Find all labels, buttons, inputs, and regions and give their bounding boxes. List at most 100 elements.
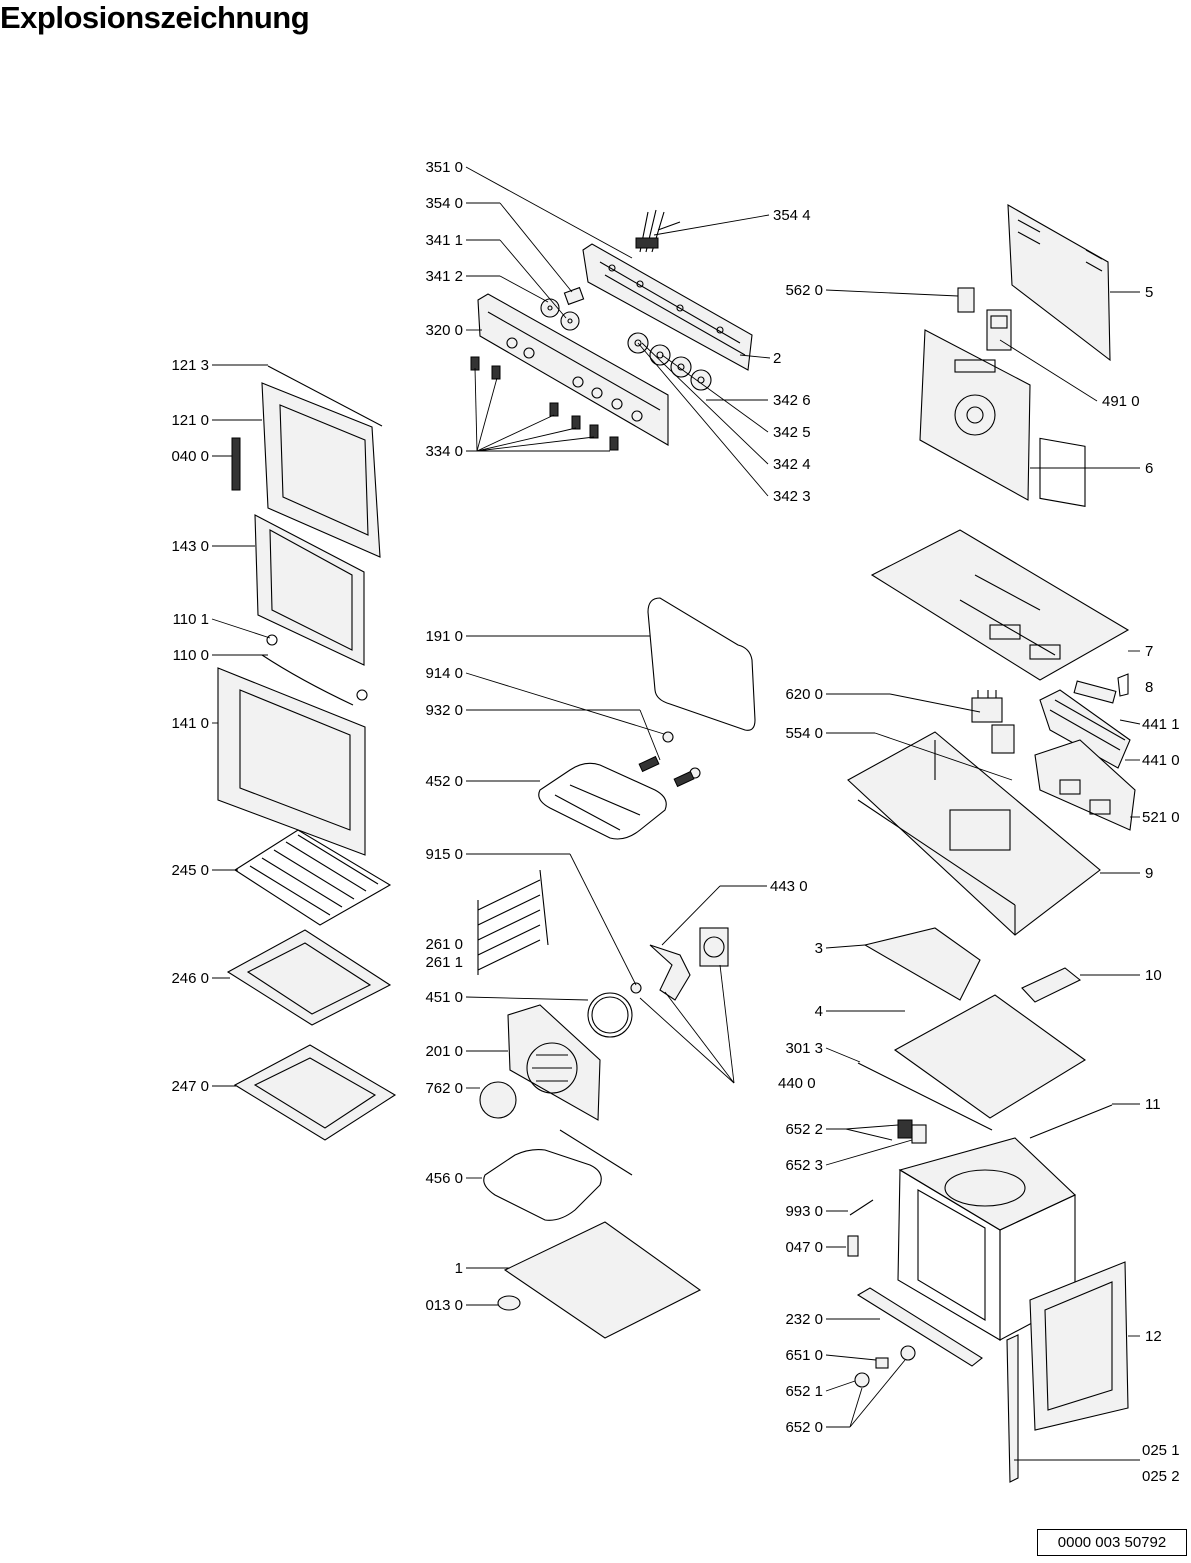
callout-10: 10	[1145, 967, 1162, 984]
callout-121-0: 121 0	[171, 412, 209, 429]
plate-4-drawing	[893, 994, 1086, 1119]
bottom-plate-drawing	[503, 1221, 702, 1339]
callout-5: 5	[1145, 284, 1153, 301]
deep-tray-drawing	[233, 1044, 397, 1141]
callout-025-1: 025 1	[1142, 1442, 1180, 1459]
screw-drawing	[849, 1199, 874, 1216]
callout-7: 7	[1145, 643, 1153, 660]
bracket-562-drawing	[957, 287, 975, 313]
callout-932-0: 932 0	[425, 702, 463, 719]
callout-2: 2	[773, 350, 781, 367]
callout-452-0: 452 0	[425, 773, 463, 790]
lamp-assembly-drawing	[854, 1345, 916, 1388]
callout-762-0: 762 0	[425, 1080, 463, 1097]
callout-521-0: 521 0	[1142, 809, 1180, 826]
callout-451-0: 451 0	[425, 989, 463, 1006]
callout-341-2: 341 2	[425, 268, 463, 285]
door-seal-clips-drawing	[261, 634, 368, 706]
callout-334-0: 334 0	[425, 443, 463, 460]
knob-discs-drawing	[540, 298, 580, 331]
callout-246-0: 246 0	[171, 970, 209, 987]
fan-blade-drawing	[649, 944, 691, 1001]
callout-labels: 351 0 354 0 341 1 341 2 320 0 121 3 121 …	[171, 159, 1179, 1485]
bottom-element-drawing	[483, 1129, 633, 1221]
lock-drawing	[847, 1235, 859, 1257]
rail-drawing	[857, 1062, 993, 1131]
rod-drawing	[267, 365, 383, 427]
grill-element-drawing	[538, 755, 695, 840]
callout-342-6: 342 6	[773, 392, 811, 409]
side-trim-drawing	[1006, 1334, 1019, 1483]
callout-9: 9	[1145, 865, 1153, 882]
callout-301-3: 301 3	[785, 1040, 823, 1057]
panel-10-drawing	[1021, 967, 1082, 1003]
callout-013-0: 013 0	[425, 1297, 463, 1314]
callout-354-0: 354 0	[425, 195, 463, 212]
callout-351-0: 351 0	[425, 159, 463, 176]
callout-8: 8	[1145, 679, 1153, 696]
electronics-module-drawing	[1034, 739, 1136, 831]
hinge-drawing	[231, 437, 241, 491]
callout-261-1: 261 1	[425, 954, 463, 971]
callout-4: 4	[815, 1003, 823, 1020]
callout-651-0: 651 0	[785, 1347, 823, 1364]
callout-143-0: 143 0	[171, 538, 209, 555]
tangential-fan-drawing	[1039, 689, 1131, 769]
callout-620-0: 620 0	[785, 686, 823, 703]
callout-342-3: 342 3	[773, 488, 811, 505]
outer-door-drawing	[217, 667, 366, 856]
wiring-harness-drawing	[635, 209, 681, 253]
small-bracket-8-drawing	[1117, 673, 1129, 697]
front-frame-drawing	[1029, 1261, 1129, 1431]
lamp-parts-drawing	[662, 731, 701, 779]
callout-110-0: 110 0	[173, 647, 209, 664]
callout-121-3: 121 3	[171, 357, 209, 374]
callout-040-0: 040 0	[171, 448, 209, 465]
callout-047-0: 047 0	[785, 1239, 823, 1256]
oven-gasket-drawing	[647, 597, 756, 731]
fan-motor-491-drawing	[986, 309, 1012, 351]
knob-holders-drawing	[470, 356, 619, 451]
terminal-strip-drawing	[1073, 680, 1117, 704]
baffle-3-drawing	[863, 927, 981, 1001]
callout-456-0: 456 0	[425, 1170, 463, 1187]
control-board-drawing	[582, 243, 753, 371]
inner-door-drawing	[261, 382, 381, 558]
ring-element-drawing	[587, 982, 642, 1038]
callout-993-0: 993 0	[785, 1203, 823, 1220]
fan-housing-panel-drawing	[919, 329, 1031, 501]
callout-341-1: 341 1	[425, 232, 463, 249]
leader-lines	[211, 166, 1141, 1461]
callout-141-0: 141 0	[171, 715, 209, 732]
fascia-panel-drawing	[477, 293, 669, 446]
strip-232-drawing	[856, 1287, 983, 1367]
callout-554-0: 554 0	[785, 725, 823, 742]
switch-554-drawing	[991, 724, 1015, 754]
callout-1: 1	[455, 1260, 463, 1277]
foot-drawing	[497, 1295, 521, 1311]
callout-3: 3	[815, 940, 823, 957]
callout-320-0: 320 0	[425, 322, 463, 339]
housing-frame-drawing	[847, 731, 1101, 936]
callout-491-0: 491 0	[1102, 393, 1140, 410]
relay-620-drawing	[971, 690, 1003, 723]
callout-261-0: 261 0	[425, 936, 463, 953]
callout-652-0: 652 0	[785, 1419, 823, 1436]
callout-441-1: 441 1	[1142, 716, 1180, 733]
callout-342-5: 342 5	[773, 424, 811, 441]
part-drawings	[217, 204, 1136, 1483]
callout-025-2: 025 2	[1142, 1468, 1180, 1485]
top-cover-drawing	[870, 529, 1130, 681]
oven-cavity-drawing	[897, 1137, 1076, 1341]
callout-441-0: 441 0	[1142, 752, 1180, 769]
door-switches-drawing	[897, 1119, 927, 1144]
shelf-supports-drawing	[477, 869, 549, 975]
callout-652-1: 652 1	[785, 1383, 823, 1400]
page-title: Explosionszeichnung	[0, 0, 310, 35]
callout-11: 11	[1145, 1096, 1161, 1113]
wire-rack-drawing	[233, 829, 392, 926]
rear-panel-drawing	[1007, 204, 1111, 507]
document-number: 0000 003 50792	[1037, 1529, 1187, 1556]
callout-110-1: 110 1	[173, 611, 209, 628]
